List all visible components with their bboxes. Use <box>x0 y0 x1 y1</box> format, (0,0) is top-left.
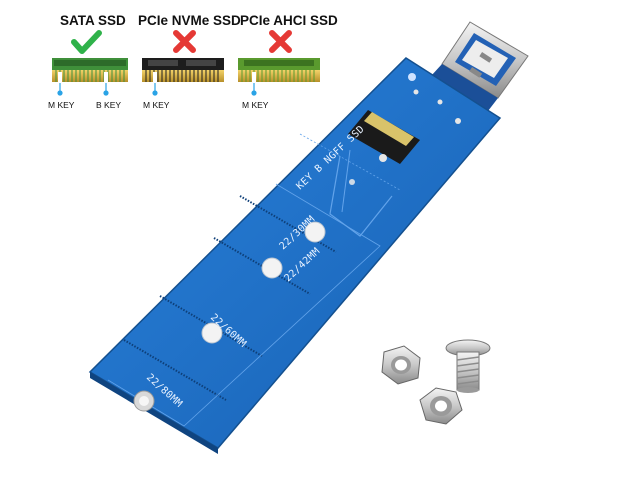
mount-hole-60mm <box>201 322 223 344</box>
hex-nut-icon <box>419 387 463 425</box>
mount-hole-30mm <box>304 221 326 243</box>
incompatible-cross-icon <box>173 30 196 53</box>
ssd-type-label-ahci: PCIe AHCI SSD <box>240 13 338 28</box>
ssd-type-label-sata: SATA SSD <box>60 13 126 28</box>
ahci-connector-image <box>238 58 320 83</box>
sata-b-key-label: B KEY <box>96 100 121 110</box>
nvme-connector-image <box>142 58 224 83</box>
nvme-m-key-label: M KEY <box>143 100 170 110</box>
hex-nut-icon <box>381 345 421 385</box>
incompatible-cross-icon <box>269 30 292 53</box>
sata-connector-image <box>52 58 128 83</box>
ahci-m-key-label: M KEY <box>242 100 269 110</box>
key-indicator-pins <box>57 83 257 96</box>
compatible-check-icon <box>71 30 102 54</box>
screw-icon <box>445 339 491 393</box>
ssd-type-label-nvme: PCIe NVMe SSD <box>138 13 241 28</box>
sata-m-key-label: M KEY <box>48 100 75 110</box>
mount-hole-42mm <box>261 257 283 279</box>
mount-hole-80mm <box>133 390 155 412</box>
